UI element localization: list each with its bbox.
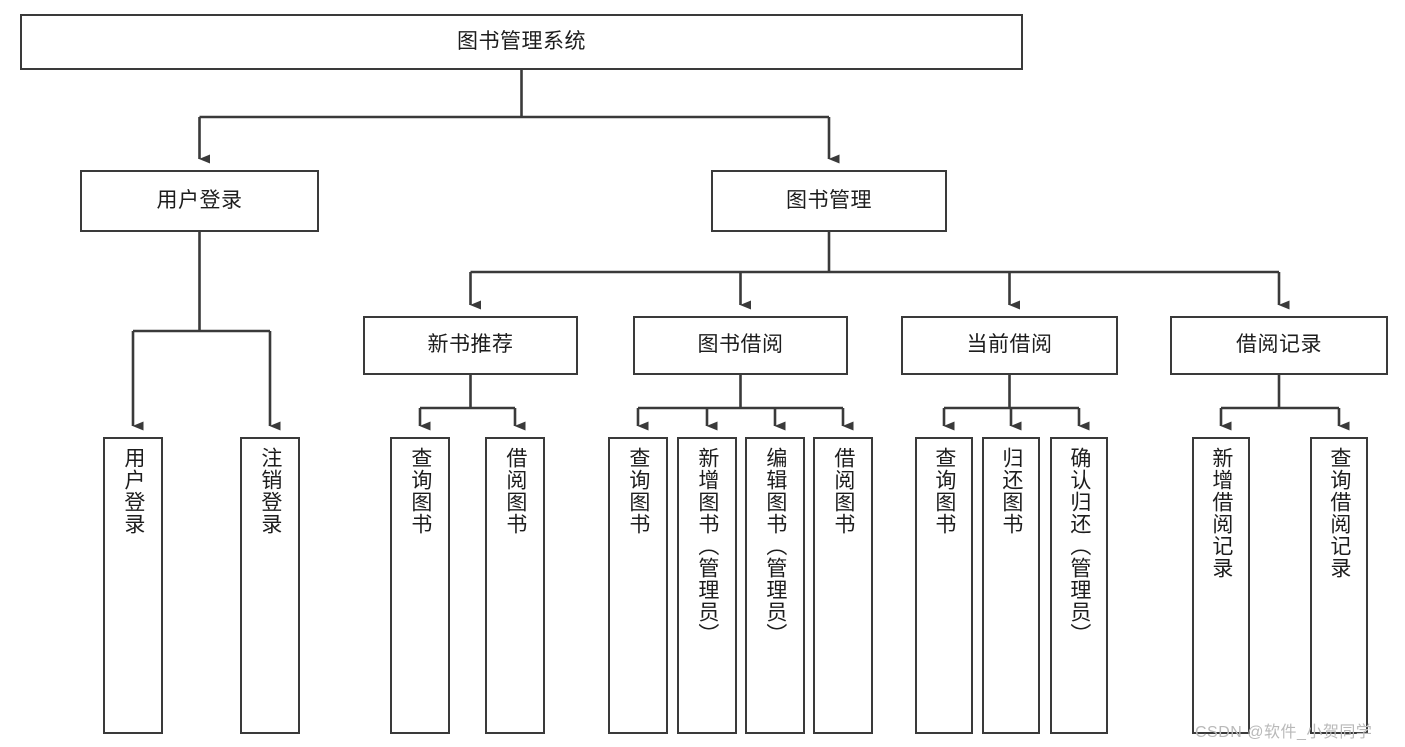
diagram-node-current[interactable]: 当前借阅 [901,316,1118,375]
diagram-node-leaf-cur-2[interactable]: 归还图书 [982,437,1040,734]
diagram-node-label: 用户登录 [156,188,243,212]
diagram-node-label: 确认归还（管理员） [1067,447,1091,645]
diagram-node-label: 查询图书 [408,447,432,535]
diagram-node-label: 新增图书（管理员） [695,447,719,645]
diagram-node-label: 图书管理 [786,188,872,212]
diagram-node-label: 图书管理系统 [457,29,586,53]
diagram-node-label: 借阅记录 [1236,333,1322,357]
diagram-node-leaf-new-2[interactable]: 借阅图书 [485,437,545,734]
diagram-node-leaf-borrow-2[interactable]: 新增图书（管理员） [677,437,737,734]
csdn-watermark: CSDN @软件_小贺同学 [1195,724,1373,741]
diagram-node-leaf-borrow-3[interactable]: 编辑图书（管理员） [745,437,805,734]
diagram-node-label: 查询借阅记录 [1327,447,1351,579]
diagram-node-label: 查询图书 [626,447,650,535]
diagram-node-label: 编辑图书（管理员） [763,447,787,645]
diagram-node-leaf-cur-1[interactable]: 查询图书 [915,437,973,734]
diagram-node-leaf-rec-1[interactable]: 新增借阅记录 [1192,437,1250,734]
diagram-node-label: 借阅图书 [831,447,855,535]
diagram-node-newbook[interactable]: 新书推荐 [363,316,578,375]
diagram-node-leaf-cur-3[interactable]: 确认归还（管理员） [1050,437,1108,734]
diagram-node-leaf-rec-2[interactable]: 查询借阅记录 [1310,437,1368,734]
diagram-node-label: 当前借阅 [966,333,1053,357]
diagram-node-leaf-login-1[interactable]: 用户登录 [103,437,163,734]
diagram-node-label: 借阅图书 [503,447,527,535]
diagram-node-label: 注销登录 [258,447,282,535]
diagram-node-label: 归还图书 [999,447,1023,535]
diagram-node-label: 用户登录 [121,447,145,535]
diagram-node-leaf-new-1[interactable]: 查询图书 [390,437,450,734]
diagram-node-label: 查询图书 [932,447,956,535]
diagram-node-borrow[interactable]: 图书借阅 [633,316,848,375]
diagram-node-records[interactable]: 借阅记录 [1170,316,1388,375]
diagram-node-label: 新增借阅记录 [1209,447,1233,579]
diagram-node-root[interactable]: 图书管理系统 [20,14,1023,70]
diagram-node-leaf-borrow-4[interactable]: 借阅图书 [813,437,873,734]
diagram-node-label: 新书推荐 [427,333,514,357]
diagram-node-leaf-borrow-1[interactable]: 查询图书 [608,437,668,734]
diagram-node-login[interactable]: 用户登录 [80,170,319,232]
diagram-node-leaf-login-2[interactable]: 注销登录 [240,437,300,734]
diagram-node-label: 图书借阅 [697,333,784,357]
diagram-node-bookmgr[interactable]: 图书管理 [711,170,947,232]
